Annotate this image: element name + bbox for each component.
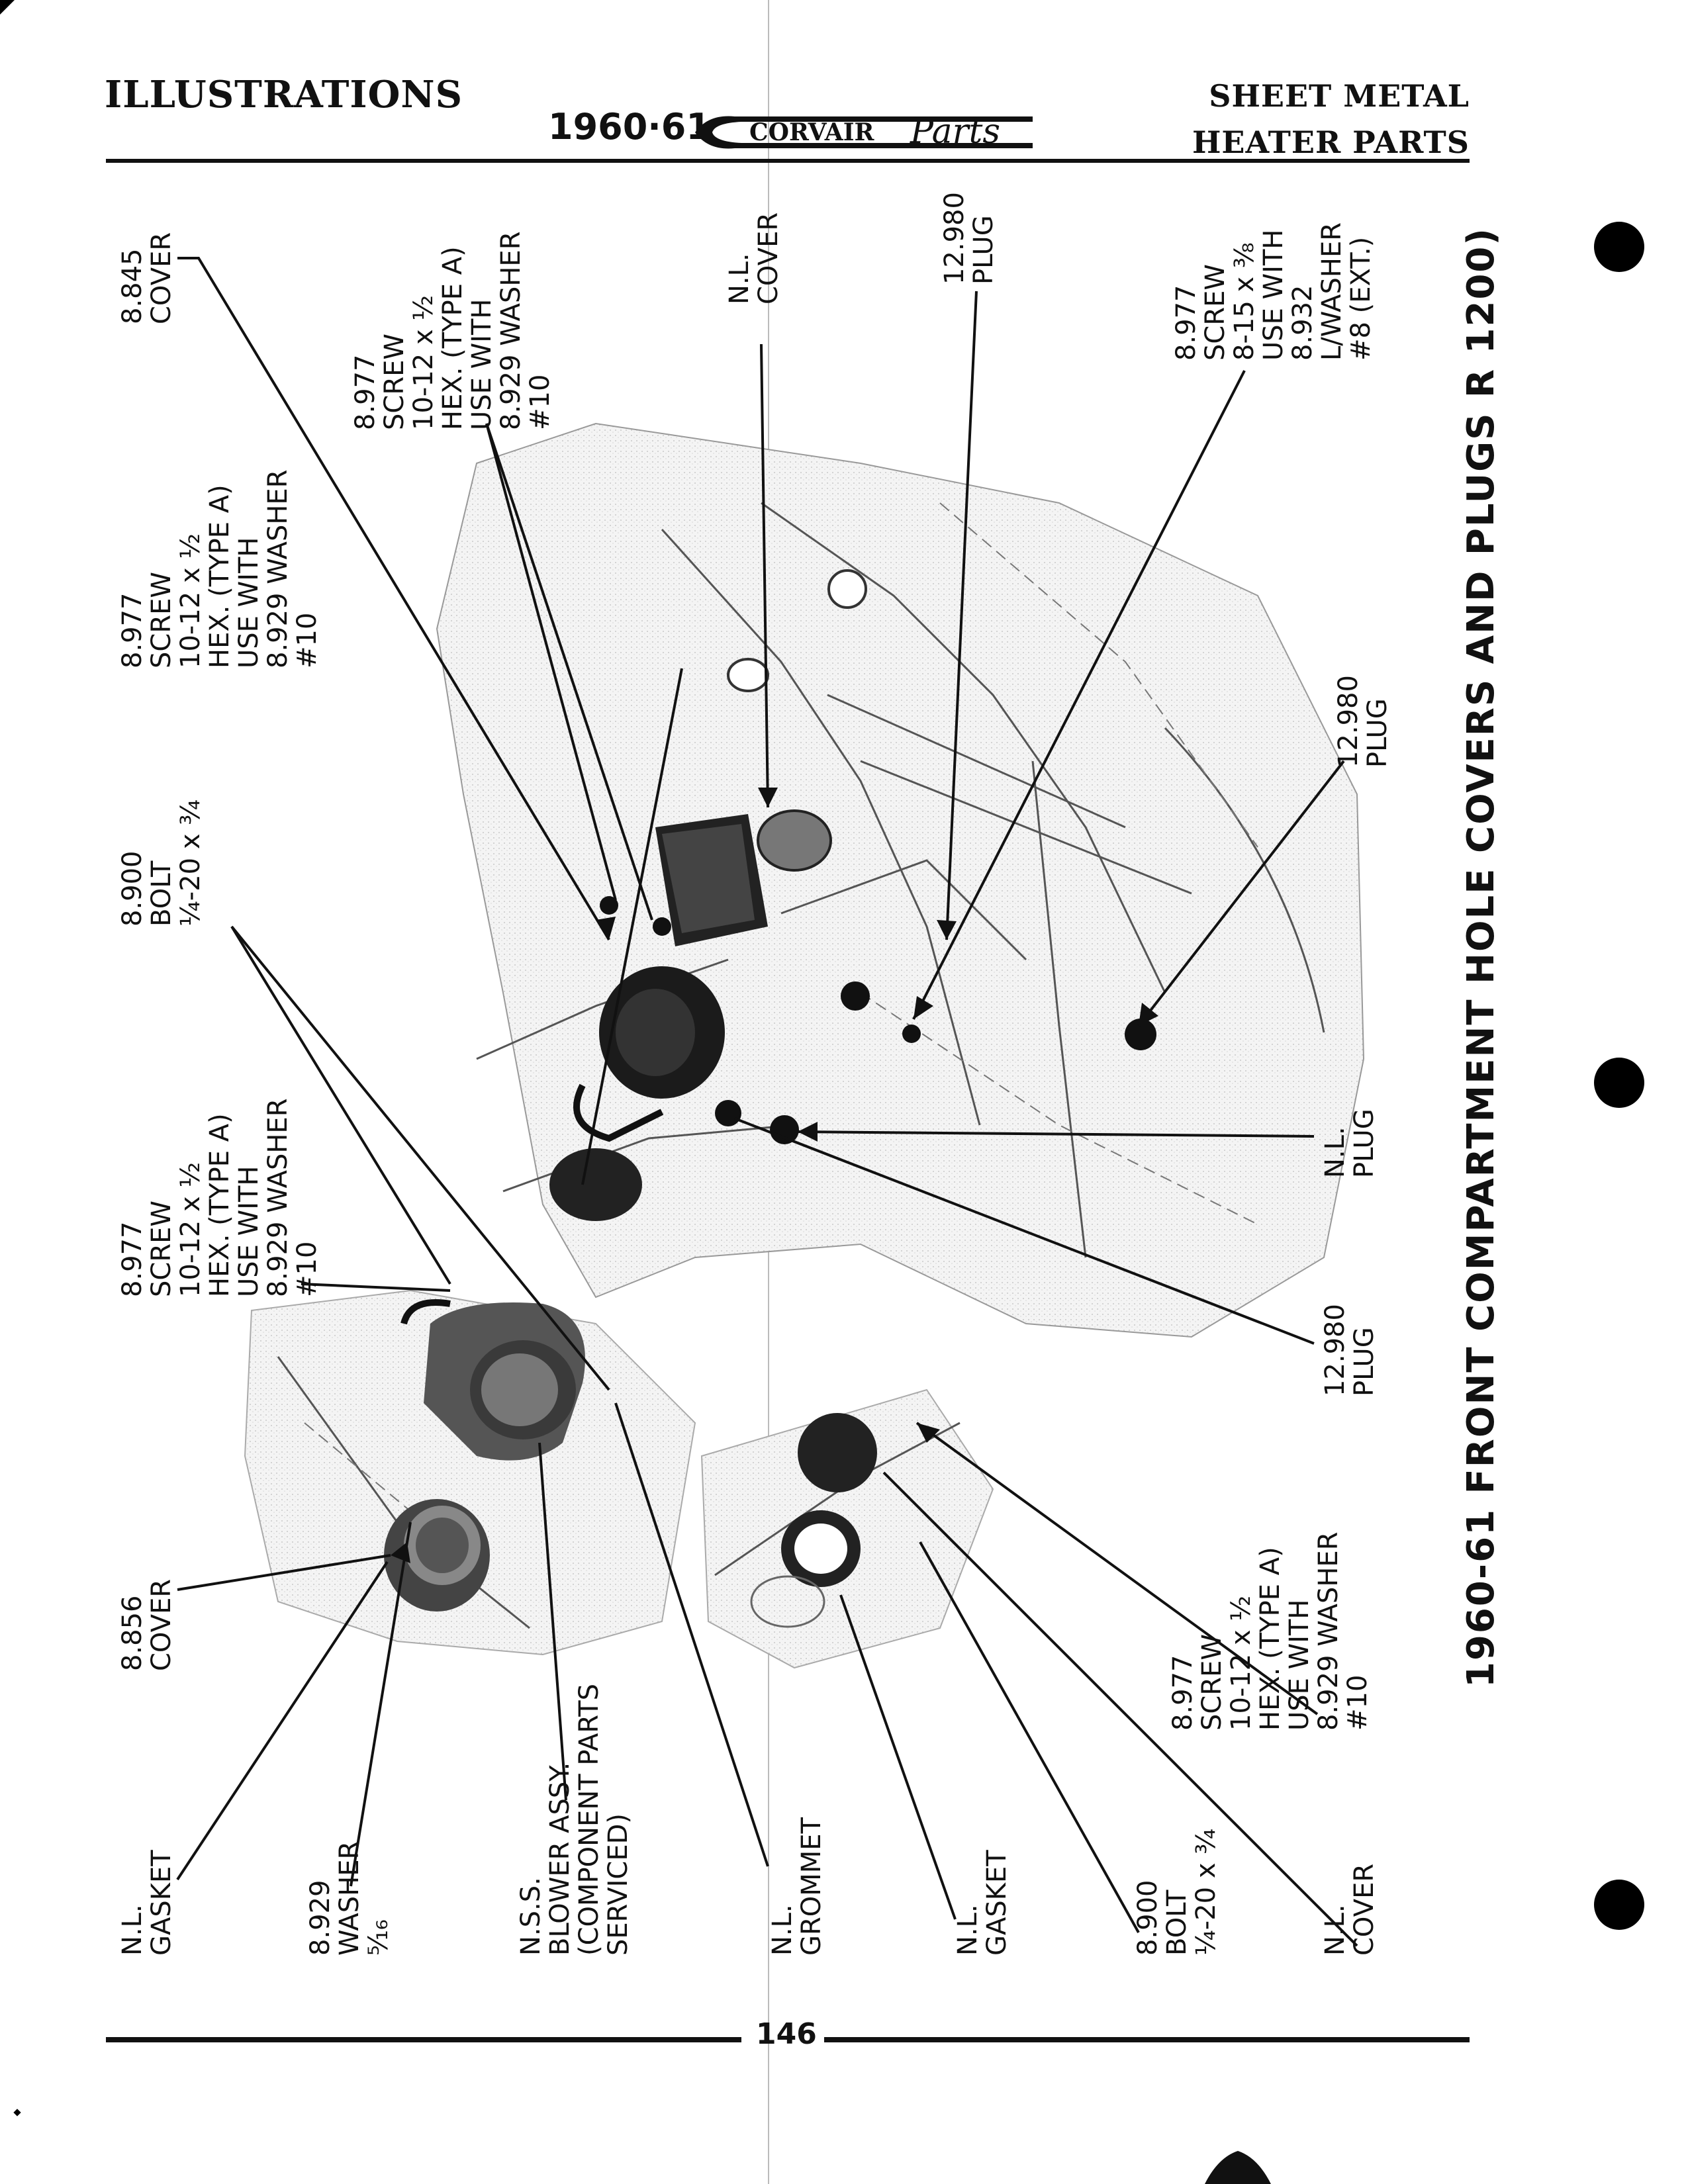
label-nl-cover-bottom: N.L. COVER — [1320, 1863, 1380, 1956]
label-8977-screw-8-15: 8.977 SCREW 8-15 x ⅜ USE WITH 8.932 L/WA… — [1171, 222, 1376, 361]
label-8977-screw-bottom: 8.977 SCREW 10-12 x ½ HEX. (TYPE A) USE … — [1168, 1531, 1373, 1731]
label-8856-cover: 8.856 COVER — [117, 1578, 177, 1671]
figure-caption: 1960-61 FRONT COMPARTMENT HOLE COVERS AN… — [1460, 227, 1503, 1688]
small-oval-cover-shape — [549, 1148, 642, 1221]
label-nl-grommet: N.L. GROMMET — [767, 1817, 827, 1956]
label-nl-gasket-left: N.L. GASKET — [117, 1850, 177, 1956]
section-subtitle-2: HEATER PARTS — [1192, 124, 1470, 160]
label-8845-cover: 8.845 COVER — [117, 232, 177, 324]
8856-cover-shape — [384, 1499, 490, 1612]
header-rule — [106, 159, 1470, 163]
binder-hole-top — [1594, 222, 1644, 272]
label-nss-blower-assy: N.S.S. BLOWER ASSY. (COMPONENT PARTS SER… — [516, 1683, 633, 1956]
section-subtitle-1: SHEET METAL — [1209, 78, 1470, 114]
section-title: ILLUSTRATIONS — [105, 73, 463, 116]
label-nl-gasket-mid: N.L. GASKET — [953, 1850, 1012, 1956]
label-nl-cover-top: N.L. COVER — [724, 212, 784, 304]
blower-assembly-shape — [400, 1299, 585, 1461]
front-compartment-panel — [436, 422, 1365, 1338]
nl-cover-panel-shape — [655, 814, 768, 946]
lower-cover-and-gasket-shapes — [750, 1413, 877, 1628]
catalog-year: 1960·61 — [548, 106, 711, 148]
arrowheads — [391, 788, 1158, 1563]
label-nl-plug: N.L. PLUG — [1320, 1109, 1380, 1178]
binder-hole-middle — [1594, 1058, 1644, 1108]
corner-mark — [0, 0, 15, 15]
page-number: 146 — [756, 2017, 817, 2051]
label-8900-bolt-bottom: 8.900 BOLT ¼-20 x ¾ — [1133, 1829, 1221, 1956]
ink-stamp-mark — [1205, 2151, 1271, 2184]
binder-hole-bottom — [1594, 1880, 1644, 1930]
label-8977-screw-left: 8.977 SCREW 10-12 x ½ HEX. (TYPE A) USE … — [117, 1098, 322, 1298]
label-12980-plug-bottom: 12.980 PLUG — [1320, 1304, 1380, 1396]
corvair-logo: CORVAIR Parts — [695, 113, 1033, 152]
nl-plug-shape — [770, 1115, 799, 1144]
label-8900-bolt-top: 8.900 BOLT ¼-20 x ¾ — [117, 799, 206, 927]
parts-script: Parts — [910, 113, 1000, 152]
label-8977-screw-top: 8.977 SCREW 10-12 x ½ HEX. (TYPE A) USE … — [350, 231, 555, 431]
leader-lines — [176, 257, 1358, 1947]
label-12980-plug-top: 12.980 PLUG — [939, 192, 999, 285]
corvair-brand: CORVAIR — [749, 118, 875, 146]
footer-rule-right — [824, 2037, 1470, 2042]
12980-plug-shape-a — [841, 981, 870, 1011]
label-8977-screw-mid: 8.977 SCREW 10-12 x ½ HEX. (TYPE A) USE … — [117, 469, 322, 669]
12980-plug-shape-b — [1125, 1019, 1156, 1050]
label-8929-washer: 8.929 WASHER ⁵⁄₁₆ — [305, 1841, 394, 1956]
footer-rule-left — [106, 2037, 741, 2042]
label-12980-plug-right: 12.980 PLUG — [1333, 675, 1393, 768]
